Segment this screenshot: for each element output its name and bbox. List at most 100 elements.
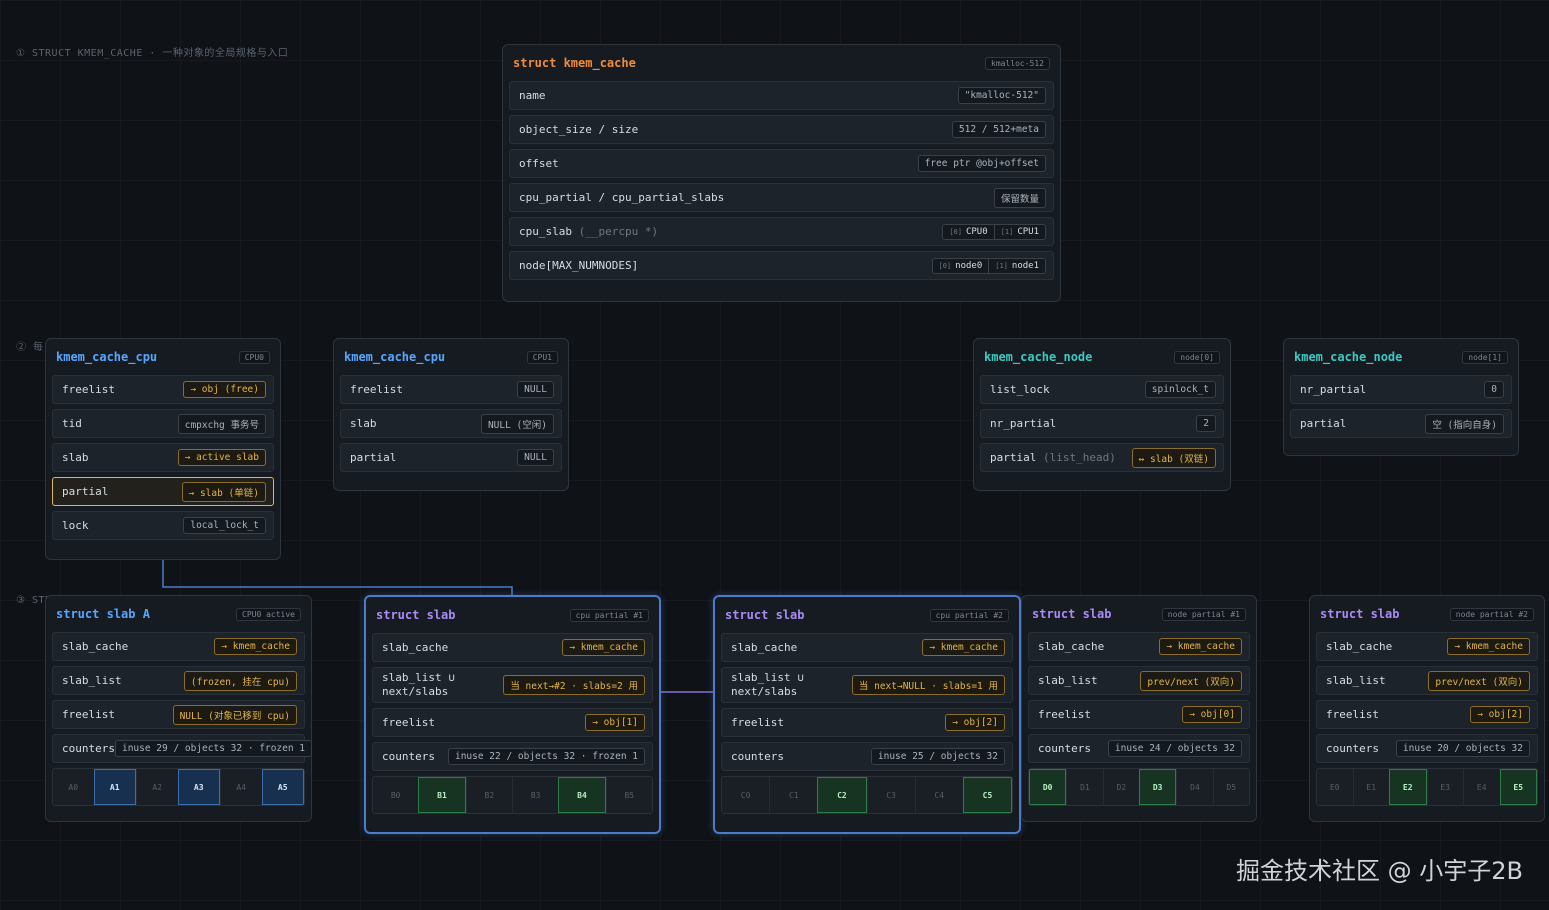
field-name: freelist (62, 708, 115, 721)
field-value: inuse 22 / objects 32 · frozen 1 (447, 748, 645, 765)
field-value: "kmalloc-512" (957, 87, 1046, 104)
field-row-slab-cache: slab_cache → kmem_cache (721, 633, 1013, 662)
cpu-label: CPU0 (965, 226, 988, 237)
object-cell: E4 (1463, 769, 1500, 805)
field-value: 当 next→#2 · slabs=2 用 (503, 675, 645, 695)
field-row-slab-cache: slab_cache→ kmem_cache (1316, 632, 1538, 661)
field-row-freelist: freelist→ obj[2] (1316, 700, 1538, 729)
card-tag: node partial #2 (1449, 607, 1534, 621)
card-title: struct slab (376, 608, 456, 622)
object-strip: C0 C1 C2 C3 C4 C5 (721, 776, 1013, 814)
field-name: freelist (350, 383, 403, 396)
object-cell: B4 (558, 777, 606, 813)
slab-b-card: struct slab cpu partial #1 slab_cache→ k… (364, 595, 661, 834)
field-row-freelist: freelist NULL (340, 375, 562, 404)
field-value: 0 (1484, 381, 1504, 398)
object-cell: C4 (914, 777, 963, 813)
field-value: → kmem_cache (214, 638, 297, 655)
card-tag: node[1] (1462, 350, 1508, 364)
kmem-cache-card: struct kmem_cache kmalloc-512 name "kmal… (502, 44, 1061, 302)
object-strip: A0 A1 A2 A3 A4 A5 (52, 768, 305, 806)
card-header: struct slab node partial #1 (1028, 602, 1250, 626)
node-pointers: [0]node0 [1]node1 (931, 257, 1046, 274)
field-name-sub: (list_head) (1042, 451, 1116, 464)
field-value: → kmem_cache (562, 639, 645, 656)
field-row-object-size: object_size / size 512 / 512+meta (509, 115, 1054, 144)
object-strip: E0 E1 E2 E3 E4 E5 (1316, 768, 1538, 806)
index: [1] (1000, 227, 1014, 236)
object-cell: D3 (1138, 769, 1177, 805)
field-value: (frozen, 挂在 cpu) (183, 670, 297, 691)
field-name-text: cpu_slab (519, 225, 572, 238)
node-label: node1 (1011, 260, 1039, 271)
field-name: slab_list (1038, 674, 1098, 687)
field-value: NULL (517, 381, 554, 398)
card-tag: node partial #1 (1161, 607, 1246, 621)
object-cell: B2 (465, 777, 512, 813)
field-row-node: node[MAX_NUMNODES] [0]node0 [1]node1 (509, 251, 1054, 280)
cpu-slab-1: [1]CPU1 (993, 224, 1045, 239)
object-cell: D0 (1029, 769, 1067, 805)
object-cell: E2 (1389, 769, 1427, 805)
field-row-freelist: freelist→ obj[2] (721, 708, 1013, 737)
object-cell: E0 (1317, 769, 1353, 805)
object-cell: D4 (1176, 769, 1213, 805)
card-tag: cpu partial #1 (569, 608, 649, 622)
card-title: kmem_cache_node (1294, 350, 1403, 364)
card-tag: CPU0 (238, 350, 270, 364)
object-cell: C5 (962, 777, 1012, 813)
field-name-sub: (__percpu *) (578, 225, 659, 238)
field-row-slab: slab→ active slab (52, 443, 274, 472)
field-row-slab-cache: slab_cache→ kmem_cache (52, 632, 305, 661)
field-name: partial (1300, 417, 1347, 430)
field-name: slab (62, 451, 89, 464)
slab-d-card: struct slab node partial #1 slab_cache→ … (1021, 595, 1257, 822)
object-cell: C1 (769, 777, 818, 813)
index: [1] (995, 261, 1008, 270)
field-value: cmpxchg 事务号 (177, 413, 266, 434)
card-title: struct slab (1320, 607, 1400, 621)
card-title: struct slab (725, 608, 805, 622)
field-row-partial: partial→ slab (单链) (52, 477, 274, 506)
field-value: 保留数量 (993, 187, 1046, 208)
field-row-freelist: freelist→ obj[0] (1028, 700, 1250, 729)
object-cell: C2 (817, 777, 867, 813)
cpu-label: CPU1 (1017, 226, 1039, 237)
node-label: node0 (955, 260, 983, 271)
field-value: → slab (单链) (181, 481, 266, 502)
field-name: list_lock (990, 383, 1050, 396)
field-value: → kmem_cache (922, 639, 1005, 656)
card-header: struct slab cpu partial #1 (372, 603, 653, 627)
field-value: inuse 20 / objects 32 (1395, 740, 1530, 757)
field-name: freelist (62, 383, 115, 396)
field-value: inuse 24 / objects 32 (1107, 740, 1242, 757)
card-header: struct slab node partial #2 (1316, 602, 1538, 626)
field-name: name (519, 89, 546, 102)
field-name: partial (350, 451, 397, 464)
cpu-slab-pointers: [0]CPU0 [1]CPU1 (942, 223, 1046, 240)
card-tag: node[0] (1174, 350, 1220, 364)
card-header: struct slab cpu partial #2 (721, 603, 1013, 627)
object-cell: D2 (1102, 769, 1139, 805)
object-cell: A4 (220, 769, 262, 805)
card-title: struct slab A (56, 607, 150, 621)
field-value: → kmem_cache (1159, 638, 1242, 655)
object-cell: D1 (1066, 769, 1103, 805)
object-cell: D5 (1212, 769, 1249, 805)
object-cell: A1 (93, 769, 136, 805)
field-name: object_size / size (519, 123, 639, 136)
object-cell: A0 (53, 769, 94, 805)
field-name: cpu_slab (__percpu *) (519, 225, 658, 238)
field-value: NULL (空闲) (480, 413, 554, 434)
card-title: struct kmem_cache (513, 56, 636, 70)
field-name: slab_cache (731, 641, 798, 654)
